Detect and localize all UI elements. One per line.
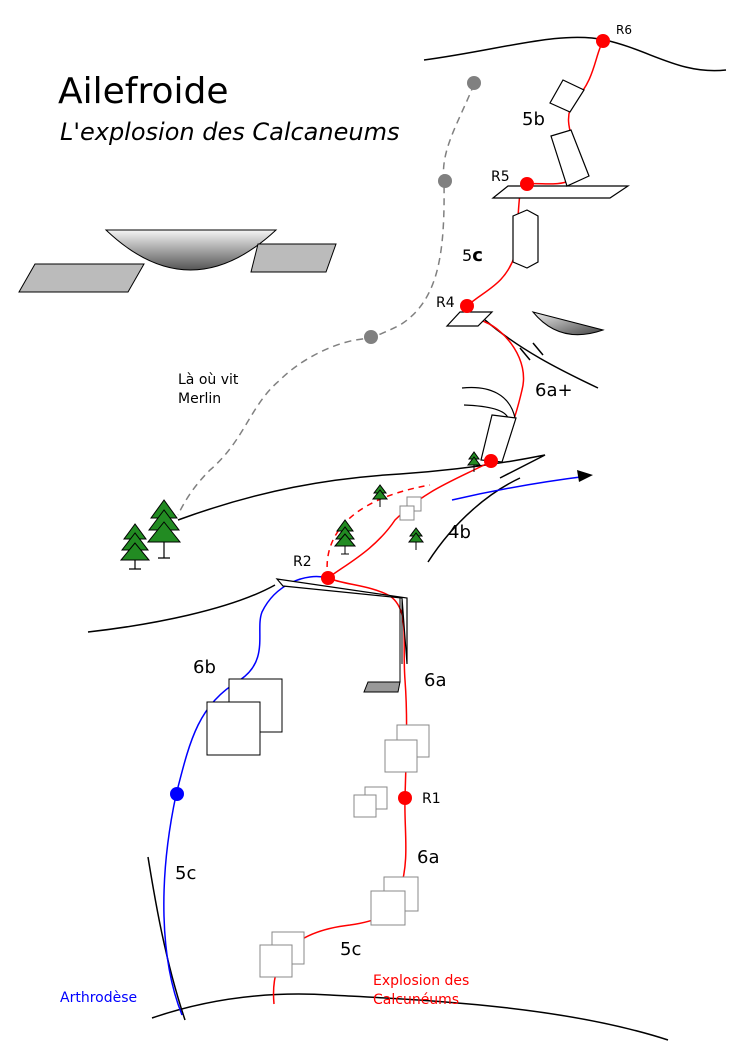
- grade-label-split: 5c: [462, 245, 483, 266]
- base-ground-line: [151, 993, 669, 1041]
- rock-features-route: [206, 578, 408, 756]
- rock-boxes-grey: [259, 496, 430, 978]
- tree-icon: [333, 519, 357, 555]
- rock-features-left: [18, 229, 337, 293]
- right-slope-line: [427, 477, 521, 563]
- page-subtitle: L'explosion des Calcaneums: [60, 118, 399, 146]
- trees: [119, 451, 481, 570]
- r4-small-cut: [519, 342, 544, 361]
- relay-label-r6: R6: [616, 23, 632, 37]
- r4-ledge: [445, 311, 494, 327]
- summit-ridge-line: [423, 36, 727, 72]
- grade-label: 5c: [175, 863, 196, 884]
- grade-label: 6a+: [535, 380, 573, 401]
- route-arthrodese-bottom-name: Arthrodèse: [60, 990, 137, 1006]
- merlin-note-line1: Là où vit: [178, 372, 239, 388]
- overhang-block: [363, 681, 401, 693]
- rock-bowl-small: [531, 311, 605, 336]
- descent-path: [177, 83, 475, 516]
- mid-ledge-line: [87, 584, 276, 633]
- tree-icon: [146, 499, 182, 559]
- belay-points: [321, 34, 610, 805]
- route-arthordese-top: [451, 470, 593, 501]
- grade-prefix: 5: [462, 246, 472, 265]
- page-title: Ailefroide: [58, 71, 229, 112]
- block-5b: [549, 79, 585, 113]
- tree-icon: [467, 451, 481, 472]
- dihedral-5b: [550, 129, 590, 187]
- rock-bowl: [104, 229, 278, 271]
- left-crack-line: [147, 856, 186, 1021]
- grade-suffix: c: [472, 245, 483, 266]
- belay-r1: [398, 791, 412, 805]
- rock-features-upper: [445, 79, 630, 327]
- rock-slab-left: [18, 263, 145, 293]
- belay-r3: [484, 454, 498, 468]
- route-main-name-line2: Calcunéums: [373, 992, 459, 1008]
- rock-slab-right: [250, 243, 337, 273]
- descent-markers: [364, 76, 481, 344]
- belay-r6: [596, 34, 610, 48]
- relay-label-r1: R1: [422, 791, 441, 807]
- tree-icon: [371, 484, 389, 507]
- relay-label-r5: R5: [491, 169, 510, 185]
- grade-label: 5b: [522, 109, 545, 130]
- blue-belay-point: [170, 787, 184, 801]
- grade-label: 6a: [424, 670, 446, 691]
- relay-label-r2: R2: [293, 554, 312, 570]
- grade-label: 4b: [448, 522, 471, 543]
- grade-label: 6b: [193, 657, 216, 678]
- belay-r4: [460, 299, 474, 313]
- relay-label-r4: R4: [436, 295, 455, 311]
- belay-r2: [321, 571, 335, 585]
- pillar-5c: [512, 209, 539, 269]
- belay-r5: [520, 177, 534, 191]
- r5-ledge: [491, 185, 630, 199]
- tree-icon: [407, 527, 425, 550]
- merlin-note-line2: Merlin: [178, 391, 221, 407]
- grade-label: 5c: [340, 939, 361, 960]
- rock-features-r3: [461, 386, 517, 463]
- grade-label: 6a: [417, 847, 439, 868]
- tree-icon: [119, 523, 151, 570]
- overhang-roof: [275, 578, 408, 665]
- route-arthrodese-bottom-line: [163, 575, 329, 1016]
- upper-ledge-line: [177, 454, 546, 521]
- route-main-name-line1: Explosion des: [373, 973, 469, 989]
